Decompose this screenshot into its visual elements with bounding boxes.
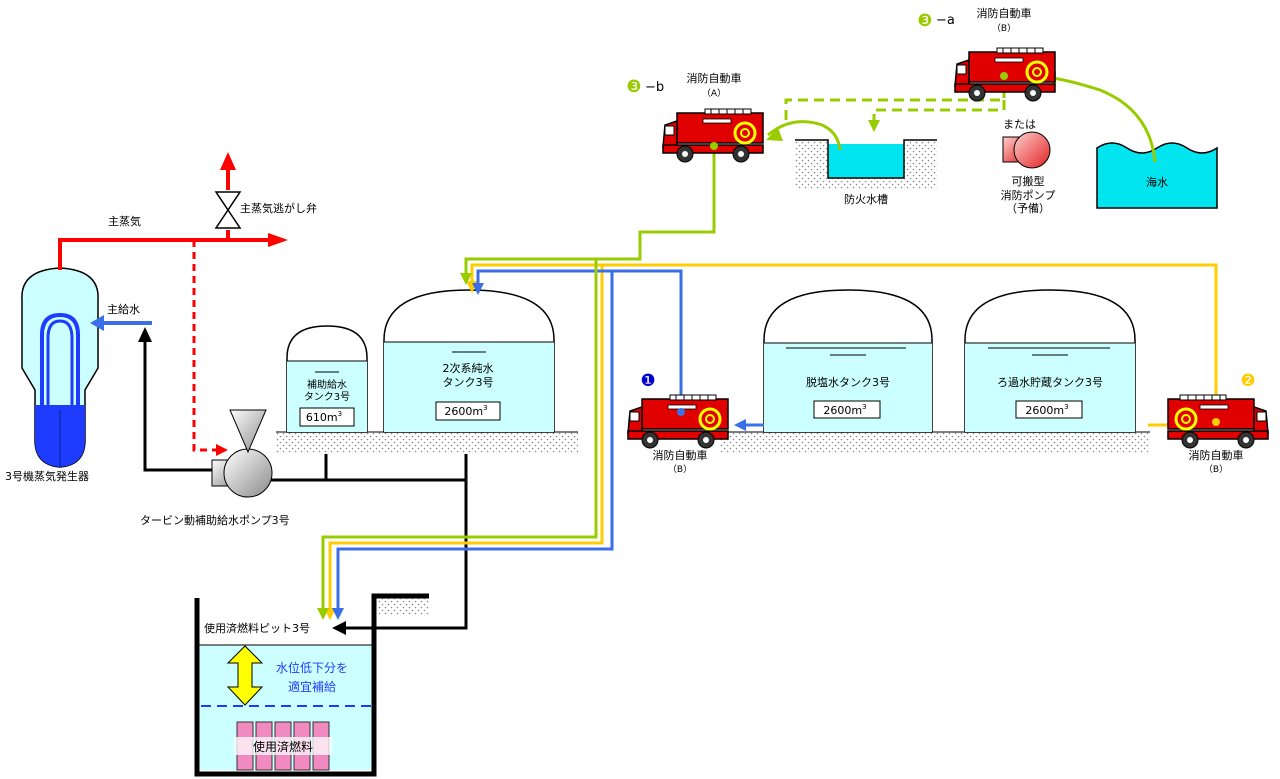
relief-valve: [214, 191, 242, 229]
secondary-tank-label-2: タンク3号: [443, 376, 494, 389]
portable-pump-label-1: 可搬型: [1012, 174, 1045, 188]
truck-1-name: 消防自動車: [653, 448, 708, 462]
or-label: または: [1003, 118, 1036, 131]
filtered-water-tank: [964, 289, 1136, 433]
blue-arrow-tank: [472, 283, 484, 295]
green-arrow-cistern: [868, 120, 880, 132]
truck-3a-sub: （B）: [992, 23, 1016, 34]
steam-generator-label: 3号機蒸気発生器: [5, 469, 89, 483]
water-level-arrow: [226, 645, 264, 706]
main-feedwater-arrow: [90, 315, 104, 331]
secondary-tank-label-1: 2次系純水: [443, 361, 494, 375]
blue-arrow-pit: [332, 608, 344, 620]
truck-2-marker: ❷: [1240, 371, 1255, 391]
demineralized-water-tank: [763, 289, 933, 433]
truck-3b-marker: ❸: [626, 77, 641, 97]
main-feedwater-label: 主給水: [107, 302, 140, 316]
steam-dashed-arrow: [216, 444, 228, 456]
portable-pump-label-2: 消防ポンプ: [1001, 188, 1056, 202]
turbine-pump-label: タービン動補助給水ポンプ3号: [140, 513, 290, 527]
green-arrow-pit: [317, 608, 329, 620]
portable-pump-icon: [1002, 131, 1051, 169]
water-level-label-1: 水位低下分を: [276, 660, 348, 675]
fire-truck-1: [626, 393, 730, 450]
demin-tank-volume: 2600m3: [823, 403, 866, 417]
steam-arrow-right: [268, 233, 288, 247]
relief-valve-label: 主蒸気逃がし弁: [240, 201, 317, 215]
spent-fuel-pit: [194, 593, 429, 777]
secondary-water-tank: [383, 289, 555, 433]
ground-left: [276, 432, 578, 454]
secondary-tank-volume: 2600m3: [444, 404, 487, 418]
aux-tank-label-1: 補助給水: [307, 378, 347, 391]
filter-tank-label: ろ過水貯蔵タンク3号: [997, 376, 1103, 389]
water-level-label-2: 適宜補給: [288, 679, 336, 694]
blue-arrow-truck: [734, 419, 746, 431]
fire-cistern: [795, 139, 937, 190]
truck-3b-sub: （A）: [702, 88, 726, 99]
demin-tank-label: 脱塩水タンク3号: [806, 375, 890, 389]
sea-water: [1096, 142, 1218, 209]
sea-water-label: 海水: [1146, 175, 1168, 189]
turbine-pump: [211, 409, 273, 498]
truck-3b-suffix: −b: [645, 80, 664, 95]
truck-2-sub: （B）: [1204, 464, 1228, 475]
spent-fuel-label: 使用済燃料: [253, 739, 313, 754]
green-arrow-truck-b: [766, 128, 783, 141]
fire-cistern-label: 防火水槽: [844, 192, 888, 206]
steam-arrow-up: [220, 152, 236, 170]
filter-tank-volume: 2600m3: [1025, 403, 1068, 417]
truck-3a-marker: ❸: [917, 11, 932, 31]
blue-supply-line: [336, 269, 764, 608]
aux-tank-volume: 610m3: [306, 410, 342, 424]
main-steam-label: 主蒸気: [108, 214, 141, 228]
steam-generator: [21, 267, 99, 468]
green-arrow-tank: [460, 273, 472, 285]
truck-1-marker: ❶: [640, 371, 655, 391]
truck-3a-suffix: −a: [936, 13, 955, 28]
truck-1-sub: （B）: [668, 464, 692, 475]
aux-tank-label-2: タンク3号: [304, 391, 350, 403]
spent-fuel-pit-label: 使用済燃料ピット3号: [204, 621, 310, 635]
aux-feedwater-tank: [286, 325, 368, 433]
truck-3b-name: 消防自動車: [687, 71, 742, 85]
portable-pump-label-3: （予備）: [1006, 202, 1050, 215]
feed-up-arrow: [138, 327, 152, 342]
ground-right: [720, 432, 1150, 454]
pit-feed-arrow: [332, 621, 346, 635]
truck-3a-name: 消防自動車: [977, 6, 1032, 20]
main-steam-line: [58, 168, 270, 452]
truck-2-name: 消防自動車: [1189, 448, 1244, 462]
